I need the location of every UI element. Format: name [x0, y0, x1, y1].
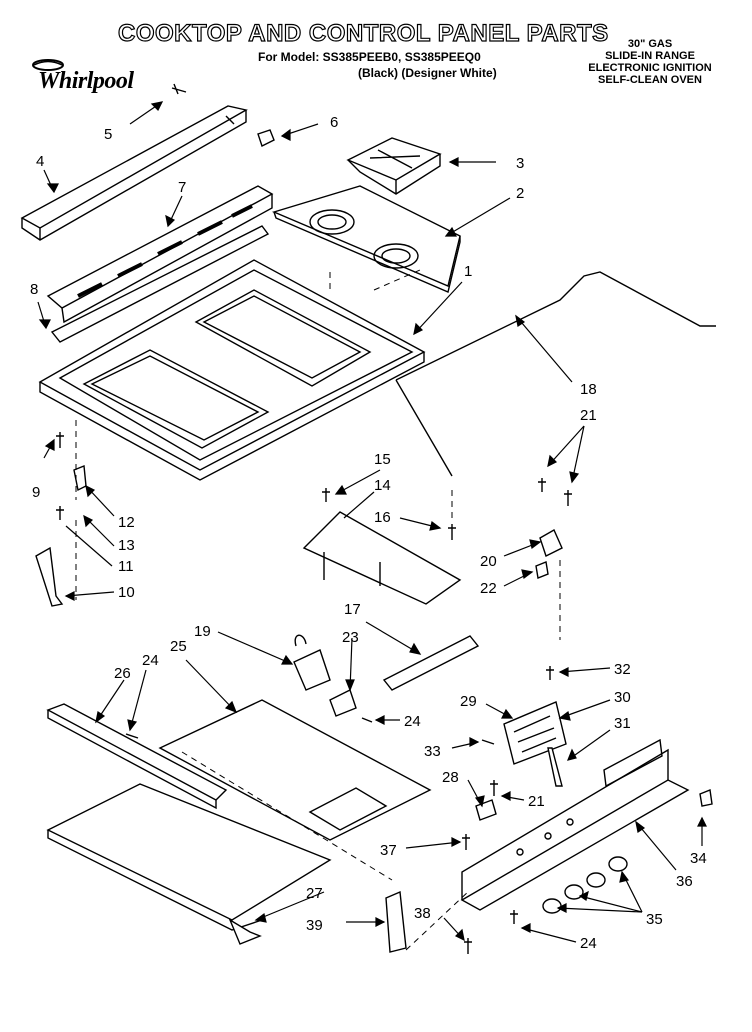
callout-25: 25	[170, 638, 187, 655]
part-19-spark-module	[293, 634, 331, 691]
part-13-screw	[56, 506, 64, 520]
callout-8: 8	[30, 281, 38, 298]
part-25-tray	[46, 699, 432, 931]
part-21-screws	[538, 478, 572, 506]
callout-30: 30	[614, 689, 631, 706]
callout-35: 35	[646, 911, 663, 928]
part-32-screw	[546, 666, 554, 680]
part-10-bracket	[35, 546, 64, 607]
callout-17: 17	[344, 601, 361, 618]
callout-31: 31	[614, 715, 631, 732]
part-14-manifold-bracket	[302, 511, 462, 605]
callout-37: 37	[380, 842, 397, 859]
callout-38: 38	[414, 905, 431, 922]
part-22-clip	[535, 561, 549, 579]
part-9-screw	[56, 432, 64, 448]
callout-28: 28	[442, 769, 459, 786]
callout-39: 39	[306, 917, 323, 934]
page-title: COOKTOP AND CONTROL PANEL PARTS	[117, 19, 609, 47]
description-line: SLIDE-IN RANGE	[605, 50, 695, 62]
product-description: 30" GAS SLIDE-IN RANGE ELECTRONIC IGNITI…	[570, 38, 730, 86]
part-34-clip	[699, 789, 713, 807]
part-39-bracket	[385, 890, 407, 953]
callout-32: 32	[614, 661, 631, 678]
part-30-control-board	[503, 701, 567, 765]
logo-swoosh-icon	[32, 59, 64, 71]
callout-26: 26	[114, 665, 131, 682]
part-31-ribbon	[547, 747, 563, 787]
part-4-trim-bar	[20, 105, 248, 241]
callout-24-lower: 24	[580, 935, 597, 952]
model-colors: (Black) (Designer White)	[358, 66, 497, 80]
part-16-screw	[448, 524, 456, 540]
callout-7: 7	[178, 179, 186, 196]
callout-1: 1	[464, 263, 472, 280]
callout-20: 20	[480, 553, 497, 570]
callout-29: 29	[460, 693, 477, 710]
callout-16: 16	[374, 509, 391, 526]
part-35-knobs	[542, 856, 628, 914]
callout-3: 3	[516, 155, 524, 172]
description-line: ELECTRONIC IGNITION	[588, 62, 712, 74]
part-36-control-panel	[460, 738, 690, 911]
callout-21-lower: 21	[528, 793, 545, 810]
description-line: 30" GAS	[627, 38, 673, 50]
callout-6: 6	[330, 114, 338, 131]
callout-11: 11	[118, 558, 134, 575]
callout-24-mid: 24	[404, 713, 421, 730]
callout-34: 34	[690, 850, 707, 867]
part-26-rail	[46, 703, 228, 810]
part-5-screw	[171, 83, 187, 95]
callout-10: 10	[118, 584, 135, 601]
callout-18: 18	[580, 381, 597, 398]
model-numbers: For Model: SS385PEEB0, SS385PEEQ0	[258, 50, 481, 64]
callout-12: 12	[118, 514, 135, 531]
part-8-gasket	[50, 225, 270, 343]
part-38-screw	[464, 938, 472, 954]
part-24-screw-lower	[510, 910, 518, 924]
part-23-bracket	[329, 689, 357, 717]
part-37-screw	[462, 834, 470, 850]
callout-9: 9	[32, 484, 40, 501]
callout-2: 2	[516, 185, 524, 202]
part-17-shield	[382, 635, 480, 691]
callout-22: 22	[480, 580, 497, 597]
part-24-screw-mid	[361, 717, 373, 723]
description-line: SELF-CLEAN OVEN	[598, 74, 702, 86]
part-1-cooktop	[38, 259, 426, 481]
callout-33: 33	[424, 743, 441, 760]
part-15-screw	[322, 488, 330, 502]
callout-21: 21	[580, 407, 597, 424]
callout-5: 5	[104, 126, 112, 143]
part-21-screw-lower	[490, 780, 498, 796]
part-3-burner-grate	[346, 137, 442, 195]
part-27-strip	[228, 918, 262, 945]
logo-wordmark: Whirlpool	[38, 68, 134, 94]
callout-19: 19	[194, 623, 211, 640]
part-2-burner-plate	[271, 185, 461, 293]
callout-4: 4	[36, 153, 44, 170]
whirlpool-logo: Whirlpool	[28, 56, 156, 102]
callout-36: 36	[676, 873, 693, 890]
part-24-screw-left	[125, 733, 139, 739]
callout-14: 14	[374, 477, 391, 494]
part-33-screw	[481, 739, 495, 745]
part-20-valve-clip	[539, 529, 563, 557]
part-18-gas-tube	[395, 271, 716, 477]
callout-13: 13	[118, 537, 135, 554]
callout-27: 27	[306, 885, 323, 902]
callout-15: 15	[374, 451, 391, 468]
callout-24: 24	[142, 652, 159, 669]
callout-23: 23	[342, 629, 359, 646]
part-7-vent-panel	[46, 185, 274, 324]
part-6-clip	[257, 129, 275, 147]
